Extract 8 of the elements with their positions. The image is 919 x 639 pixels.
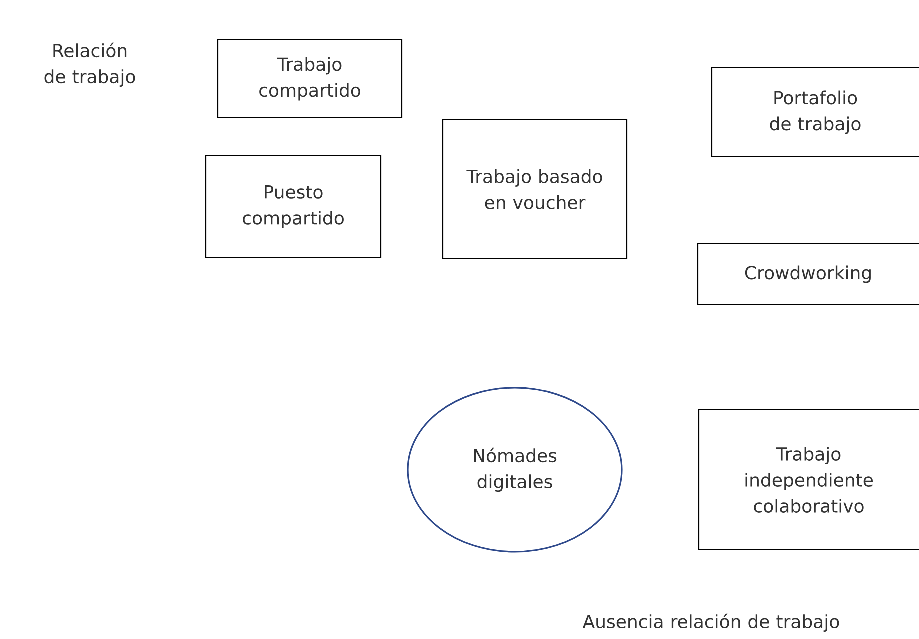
axis-label: Ausencia relación de trabajo (582, 614, 840, 632)
process-box: Crowdworking (697, 243, 919, 306)
process-box: Trabajo independiente colaborativo (698, 409, 919, 551)
process-box: Trabajo basado en voucher (442, 119, 628, 260)
process-box: Trabajo compartido (217, 39, 403, 119)
axis-label: Relación de trabajo (44, 42, 136, 88)
process-box: Portafolio de trabajo (711, 67, 919, 158)
process-box: Puesto compartido (205, 155, 382, 259)
